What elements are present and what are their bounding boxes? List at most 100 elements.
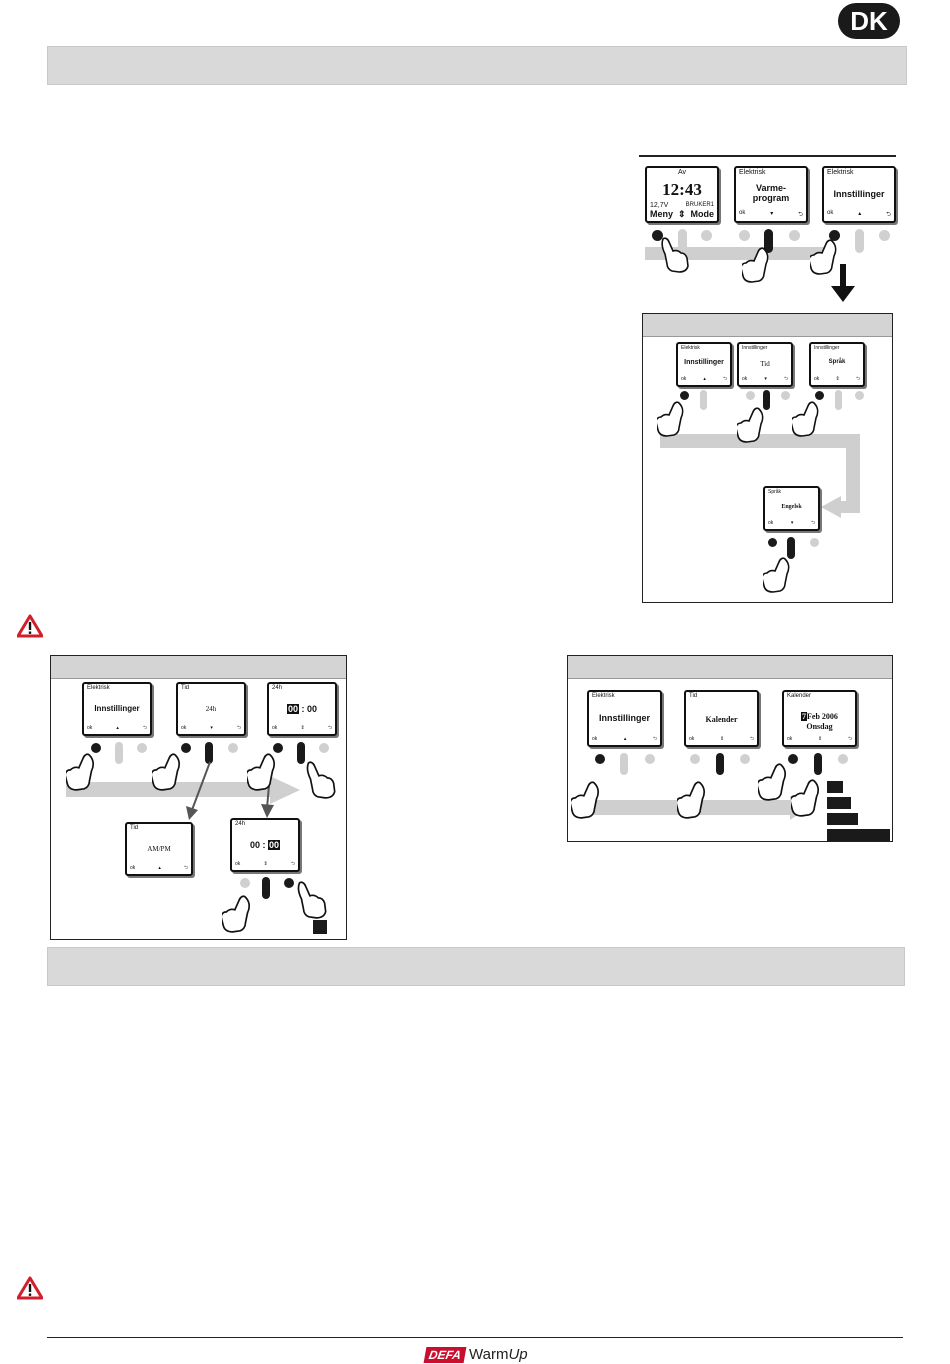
button-ok[interactable]: [240, 878, 250, 888]
screen-time-format: Tid 24h ok▾⮌: [176, 682, 246, 736]
softkey-ok-label: ok: [235, 861, 241, 867]
back-icon: ⮌: [855, 376, 860, 382]
arrow-down-icon: ▾: [770, 211, 774, 217]
button-back[interactable]: [740, 754, 750, 764]
button-scroll-pressed[interactable]: [716, 753, 724, 775]
button-back[interactable]: [810, 538, 819, 547]
button-ok[interactable]: [652, 230, 663, 241]
button-ok-pressed[interactable]: [595, 754, 605, 764]
back-icon: ⮌: [749, 736, 754, 742]
menu-title: Kalender: [705, 715, 738, 724]
screen-header: Elektrisk: [592, 693, 615, 699]
time-separator: :: [301, 704, 305, 714]
softkey-ok-label: ok: [272, 725, 278, 731]
button-scroll-pressed[interactable]: [262, 877, 270, 899]
button-back[interactable]: [789, 230, 800, 241]
button-ok[interactable]: [690, 754, 700, 764]
button-ok-pressed[interactable]: [181, 743, 191, 753]
menu-title: Innstillinger: [684, 359, 724, 366]
button-ok-pressed[interactable]: [815, 391, 824, 400]
screen-calendar-menu: Tid Kalender ok⇕⮌: [684, 690, 759, 747]
section-header-band-2: [47, 947, 905, 986]
time-format-value: 24h: [205, 705, 217, 713]
back-icon: ⮌: [142, 725, 147, 731]
button-ok-pressed[interactable]: [788, 754, 798, 764]
screen-header: Elektrisk: [87, 685, 110, 691]
screen-header: Elektrisk: [739, 169, 766, 176]
button-scroll-pressed[interactable]: [787, 537, 795, 559]
button-back-pressed[interactable]: [284, 878, 294, 888]
arrow-updown-icon: ⇕: [720, 736, 725, 742]
button-scroll[interactable]: [835, 390, 842, 410]
product-name-part2: Up: [508, 1346, 528, 1363]
brand-logo: DEFA WarmUp: [423, 1346, 528, 1363]
softkey-ok-label: ok: [814, 376, 820, 382]
button-scroll-pressed[interactable]: [764, 229, 773, 253]
flow-arrow-time: [66, 782, 276, 797]
screen-language-select: Språk Engelsk ok▾⮌: [763, 486, 820, 531]
button-back[interactable]: [137, 743, 147, 753]
softkey-ok-label: ok: [742, 376, 748, 382]
arrow-down-left-icon: [186, 761, 211, 820]
back-icon: ⮌: [847, 736, 852, 742]
screen-header: 24h: [272, 685, 283, 691]
button-back[interactable]: [645, 754, 655, 764]
button-ok-pressed[interactable]: [829, 230, 840, 241]
pointing-hand-icon: [791, 779, 820, 817]
button-back[interactable]: [781, 391, 790, 400]
button-ok[interactable]: [746, 391, 755, 400]
hold-duration-bar-1: [827, 781, 843, 793]
button-scroll-pressed[interactable]: [814, 753, 822, 775]
pointing-hand-icon: [792, 401, 819, 437]
back-icon: ⮌: [327, 725, 332, 731]
arrow-up-icon: ▴: [623, 736, 627, 742]
pointing-hand-icon: [152, 753, 181, 791]
button-ok-pressed[interactable]: [273, 743, 283, 753]
button-back[interactable]: [879, 230, 890, 241]
hold-duration-bar-2: [827, 797, 851, 809]
flow-arrow-top: [645, 247, 825, 260]
screen-language: Innstillinger Språk ok⇕⮌: [809, 342, 865, 387]
month-year-field: Feb 2006: [807, 712, 838, 721]
arrow-up-icon: ▴: [158, 865, 161, 871]
button-scroll[interactable]: [855, 229, 864, 253]
button-scroll[interactable]: [700, 390, 707, 410]
brand-name: DEFA: [423, 1346, 467, 1363]
back-icon: ⮌: [783, 376, 788, 382]
arrow-up-icon: ▴: [116, 725, 119, 731]
button-scroll[interactable]: [620, 753, 628, 775]
button-ok-pressed[interactable]: [680, 391, 689, 400]
button-back[interactable]: [228, 743, 238, 753]
button-back[interactable]: [319, 743, 329, 753]
pointing-hand-icon: [66, 753, 95, 791]
menu-title: Tid: [760, 360, 770, 368]
button-scroll[interactable]: [115, 742, 123, 764]
button-ok-pressed[interactable]: [91, 743, 101, 753]
button-ok[interactable]: [768, 538, 777, 547]
button-scroll[interactable]: [678, 229, 687, 253]
button-back[interactable]: [838, 754, 848, 764]
pointing-hand-icon: [677, 781, 706, 819]
button-back[interactable]: [855, 391, 864, 400]
hold-duration-bar-3: [827, 813, 858, 825]
button-scroll-pressed[interactable]: [297, 742, 305, 764]
button-scroll-pressed[interactable]: [205, 742, 213, 764]
back-icon: ⮌: [290, 861, 295, 867]
button-scroll-pressed[interactable]: [763, 390, 770, 410]
pointing-hand-icon: [297, 881, 327, 919]
back-icon: ⮌: [722, 376, 727, 382]
screen-header: Kalender: [787, 693, 812, 699]
weekday-field: Onsdag: [806, 722, 833, 731]
softkey-ok-label: ok: [181, 725, 187, 731]
screen-settings: Elektrisk Innstillinger ok▴⮌: [822, 166, 896, 223]
button-ok[interactable]: [739, 230, 750, 241]
screen-settings: Elektrisk Innstillinger ok▴⮌: [82, 682, 152, 736]
softkey-ok-label: ok: [87, 725, 93, 731]
screen-set-hours: 24h 00 : 00 ok⇕⮌: [267, 682, 337, 736]
pointing-hand-icon: [222, 895, 251, 933]
footer-rule: [47, 1337, 903, 1338]
frame-header-band: [643, 314, 892, 337]
menu-title: Språk: [828, 359, 846, 365]
screen-settings: Elektrisk Innstillinger ok▴⮌: [676, 342, 732, 387]
button-back[interactable]: [701, 230, 712, 241]
